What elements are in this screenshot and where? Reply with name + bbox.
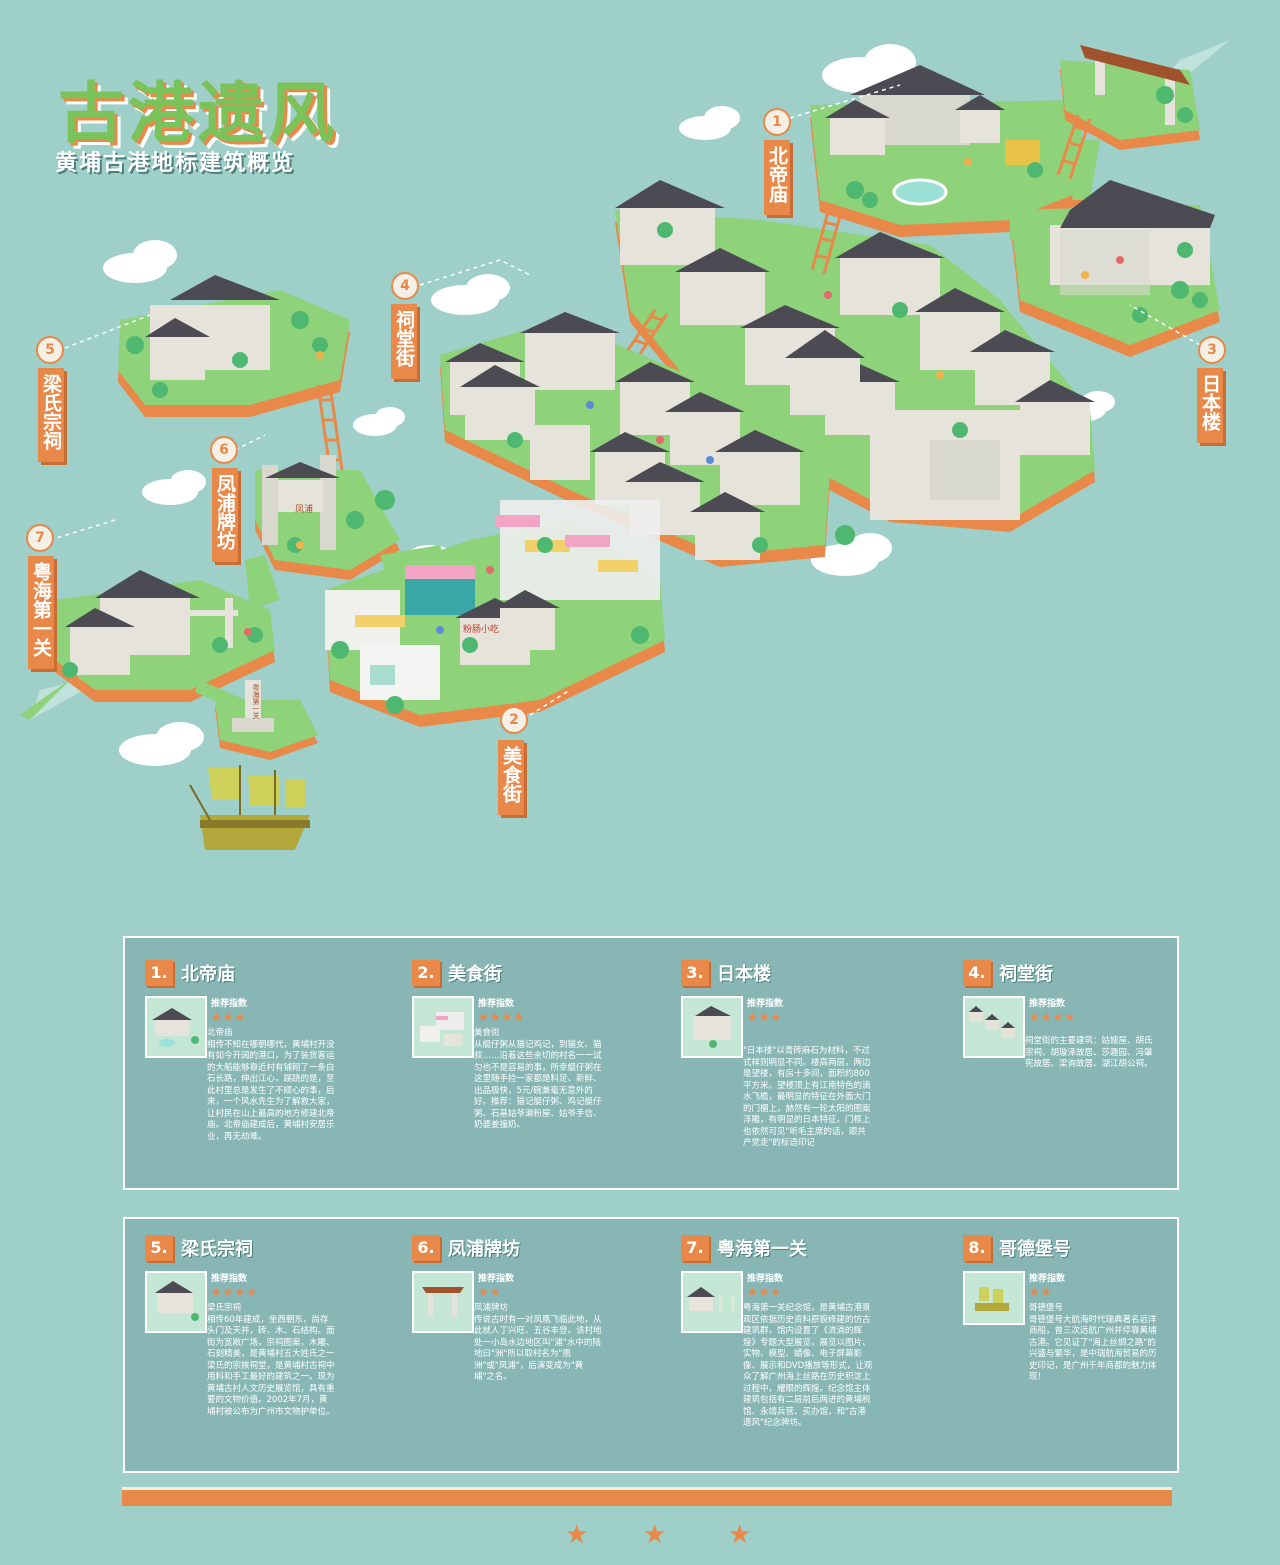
card-title: 哥德堡号 — [999, 1239, 1071, 1260]
card-description: 哥德堡号 哥德堡号大航海时代瑞典著名远洋商船，曾三次远航广州并停靠黄埔古港。它见… — [1029, 1303, 1157, 1382]
rating-stars: ★★★ — [747, 1285, 783, 1299]
card-title: 美食街 — [448, 964, 502, 985]
sign-number-2: 2 — [500, 706, 528, 734]
rating-stars: ★★★ — [747, 1010, 783, 1024]
card-header: 3. 日本楼 — [681, 958, 771, 988]
rating-stars: ★★ — [478, 1285, 502, 1299]
footer-bar — [122, 1487, 1172, 1506]
card-number: 1. — [145, 960, 173, 986]
card-thumbnail — [681, 996, 743, 1058]
sign-text-5: 梁氏宗祠 — [40, 374, 62, 450]
sign-number-3: 3 — [1198, 336, 1226, 364]
card-description: 祠堂街的主要建筑：姑嫂屋、胡氏宗祠、胡璇泽故居、莎趣园、冯肇宪故居、梁询故居、湖… — [1025, 1036, 1153, 1069]
card-number: 2. — [412, 960, 440, 986]
rating-label: 推荐指数 — [478, 999, 515, 1009]
card-header: 5. 梁氏宗祠 — [145, 1233, 253, 1263]
rating-stars: ★★★★ — [478, 1010, 526, 1024]
card-title: 北帝庙 — [181, 964, 235, 985]
rating-stars: ★★★★ — [1029, 1010, 1077, 1024]
card-number: 5. — [145, 1235, 173, 1261]
leader-lines — [49, 84, 1201, 716]
card-number: 3. — [681, 960, 709, 986]
sign-number-1: 1 — [763, 108, 791, 136]
sign-text-4: 祠堂街 — [393, 310, 415, 367]
rating-label: 推荐指数 — [478, 1274, 515, 1284]
rating-label: 推荐指数 — [211, 1274, 248, 1284]
card-thumbnail — [963, 996, 1025, 1058]
houses — [65, 45, 1215, 732]
sign-label-6: 凤浦牌坊 — [212, 468, 238, 562]
card-title: 粤海第一关 — [717, 1239, 807, 1260]
sign-label-1: 北帝庙 — [764, 140, 790, 215]
rating-stars: ★★ — [1029, 1285, 1053, 1299]
card-number: 4. — [963, 960, 991, 986]
card-description: 凤浦牌坊 传说古时有一对凤凰飞临此地，从此就人丁兴旺、五谷丰登。该村地处一小岛水… — [474, 1303, 602, 1382]
card-number: 8. — [963, 1235, 991, 1261]
isometric-map: 凤浦 粉肠小吃 — [20, 40, 1230, 850]
card-description: 美食街 从艇仔粥从猫记鸡记，到猫女、猫叔……沿着这些亲切的村名一一试匀也不是容易… — [474, 1028, 602, 1130]
card-thumbnail — [412, 996, 474, 1058]
page-subtitle: 黄埔古港地标建筑概览 — [55, 151, 296, 176]
footer-star-icon: ★ — [643, 1520, 667, 1550]
sign-text-1: 北帝庙 — [766, 146, 788, 203]
card-title: 日本楼 — [717, 964, 771, 985]
card-title: 祠堂街 — [999, 964, 1053, 985]
card-title: 凤浦牌坊 — [448, 1239, 520, 1260]
people — [244, 158, 1124, 636]
card-description: "日本楼"以青砖麻石为材料，不过式样则明显不同。楼高两层，两边是望楼，有房十多间… — [743, 1046, 871, 1148]
rating-label: 推荐指数 — [747, 999, 784, 1009]
sign-text-3: 日本楼 — [1199, 374, 1221, 431]
sign-label-5: 梁氏宗祠 — [38, 368, 64, 462]
card-thumbnail — [412, 1271, 474, 1333]
card-thumbnail — [145, 1271, 207, 1333]
rating-label: 推荐指数 — [747, 1274, 784, 1284]
card-thumbnail — [681, 1271, 743, 1333]
ship-illustration — [189, 765, 310, 850]
card-header: 2. 美食街 — [412, 958, 502, 988]
card-header: 4. 祠堂街 — [963, 958, 1053, 988]
sign-number-7: 7 — [26, 524, 54, 552]
sign-text-7: 粤海第一关 — [30, 562, 52, 657]
sign-label-4: 祠堂街 — [391, 304, 417, 379]
sign-label-2: 美食街 — [498, 740, 524, 815]
sign-number-6: 6 — [210, 436, 238, 464]
sign-label-7: 粤海第一关 — [28, 556, 54, 669]
card-number: 7. — [681, 1235, 709, 1261]
connecting-paths — [20, 140, 1100, 720]
footer-star-icon: ★ — [565, 1520, 589, 1550]
shop-sign-text: 粉肠小吃 — [463, 623, 499, 635]
sign-text-2: 美食街 — [500, 746, 522, 803]
footer-star-icon: ★ — [728, 1520, 752, 1550]
card-description: 粤海第一关纪念馆，是黄埔古港景观区依据历史资料原貌修建的仿古建筑群，馆内设置了《… — [743, 1303, 873, 1428]
sign-label-3: 日本楼 — [1197, 368, 1223, 443]
ladders — [316, 114, 1092, 471]
card-header: 8. 哥德堡号 — [963, 1233, 1071, 1263]
card-thumbnail — [145, 996, 207, 1058]
card-header: 6. 凤浦牌坊 — [412, 1233, 520, 1263]
card-description: 北帝庙 相传不知在哪朝哪代，黄埔村开没有如今开阔的港口，为了装货客运的大船能够靠… — [207, 1028, 335, 1142]
card-number: 6. — [412, 1235, 440, 1261]
info-panel-top: 1. 北帝庙 推荐指数 ★★★ 北帝庙 相传不知在哪朝哪代，黄埔村开没有如今开阔… — [123, 936, 1179, 1190]
trees — [62, 86, 1208, 714]
sign-number-5: 5 — [36, 336, 64, 364]
clouds — [103, 44, 1159, 766]
monument-text: 粤海第一关 — [252, 684, 260, 719]
page-title: 古港遗风 — [58, 75, 338, 152]
gate-sign-text: 凤浦 — [295, 503, 313, 515]
rating-label: 推荐指数 — [211, 999, 248, 1009]
card-header: 1. 北帝庙 — [145, 958, 235, 988]
rating-label: 推荐指数 — [1029, 999, 1066, 1009]
card-description: 梁氏宗祠 相传60年建成，坐西朝东，尚存头门及天井，砖、木、石结构。面街为宽敞广… — [207, 1303, 335, 1417]
card-title: 梁氏宗祠 — [181, 1239, 253, 1260]
info-panel-bottom: 5. 梁氏宗祠 推荐指数 ★★★★ 梁氏宗祠 相传60年建成，坐西朝东，尚存头门… — [123, 1217, 1179, 1473]
card-header: 7. 粤海第一关 — [681, 1233, 807, 1263]
rating-label: 推荐指数 — [1029, 1274, 1066, 1284]
sign-text-6: 凤浦牌坊 — [214, 474, 236, 550]
sign-number-4: 4 — [391, 272, 419, 300]
map-illustration: 凤浦 粉肠小吃 — [20, 40, 1230, 850]
rating-stars: ★★★ — [211, 1010, 247, 1024]
rating-stars: ★★★★ — [211, 1285, 259, 1299]
card-thumbnail — [963, 1271, 1025, 1325]
